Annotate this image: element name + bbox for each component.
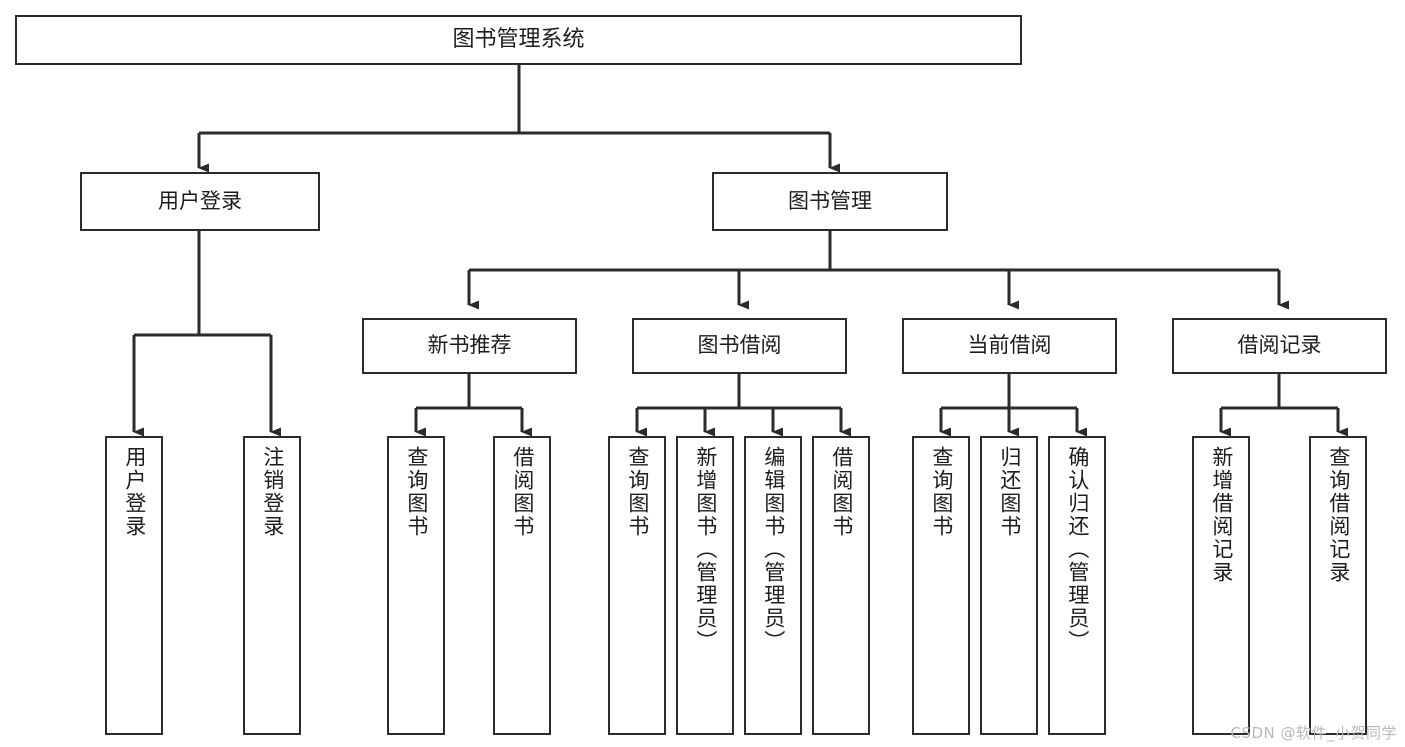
- node-leaf-logout[interactable]: 注销登录: [243, 436, 301, 735]
- node-leaf-query-book-3-label: 查询图书: [929, 446, 954, 538]
- node-leaf-query-book-3[interactable]: 查询图书: [912, 436, 970, 735]
- node-root-label: 图书管理系统: [452, 26, 585, 52]
- node-borrow-record-label: 借阅记录: [1237, 333, 1322, 358]
- node-borrow-record[interactable]: 借阅记录: [1172, 318, 1387, 374]
- node-user-login[interactable]: 用户登录: [80, 172, 320, 231]
- node-leaf-query-record[interactable]: 查询借阅记录: [1309, 436, 1367, 735]
- node-leaf-return-book-label: 归还图书: [997, 446, 1022, 538]
- node-leaf-query-record-label: 查询借阅记录: [1326, 446, 1351, 584]
- node-leaf-query-book-1-label: 查询图书: [404, 446, 429, 538]
- node-leaf-query-book-1[interactable]: 查询图书: [387, 436, 445, 735]
- watermark-text: CSDN @软件_小贺同学: [1230, 724, 1397, 742]
- node-book-borrow[interactable]: 图书借阅: [632, 318, 847, 374]
- node-root[interactable]: 图书管理系统: [15, 15, 1022, 65]
- node-leaf-add-record[interactable]: 新增借阅记录: [1192, 436, 1250, 735]
- node-new-book-rec-label: 新书推荐: [427, 333, 512, 358]
- node-leaf-borrow-book-1-label: 借阅图书: [510, 446, 535, 538]
- node-leaf-query-book-2-label: 查询图书: [625, 446, 650, 538]
- node-current-borrow-label: 当前借阅: [967, 333, 1052, 358]
- node-leaf-return-book[interactable]: 归还图书: [980, 436, 1038, 735]
- node-book-manage-label: 图书管理: [788, 188, 872, 213]
- node-leaf-add-book[interactable]: 新增图书（管理员）: [676, 436, 734, 735]
- node-leaf-query-book-2[interactable]: 查询图书: [608, 436, 666, 735]
- node-leaf-confirm-return-label: 确认归还（管理员）: [1065, 446, 1090, 653]
- node-leaf-logout-label: 注销登录: [260, 446, 285, 538]
- node-book-borrow-label: 图书借阅: [697, 333, 782, 358]
- node-current-borrow[interactable]: 当前借阅: [902, 318, 1117, 374]
- node-leaf-borrow-book-1[interactable]: 借阅图书: [493, 436, 551, 735]
- node-leaf-confirm-return[interactable]: 确认归还（管理员）: [1048, 436, 1106, 735]
- node-leaf-add-record-label: 新增借阅记录: [1209, 446, 1234, 584]
- node-new-book-rec[interactable]: 新书推荐: [362, 318, 577, 374]
- node-book-manage[interactable]: 图书管理: [712, 172, 948, 231]
- node-leaf-borrow-book-2-label: 借阅图书: [829, 446, 854, 538]
- node-user-login-label: 用户登录: [158, 188, 242, 213]
- node-leaf-user-login-label: 用户登录: [122, 446, 147, 538]
- node-leaf-add-book-label: 新增图书（管理员）: [693, 446, 718, 653]
- node-leaf-edit-book[interactable]: 编辑图书（管理员）: [744, 436, 802, 735]
- node-leaf-user-login[interactable]: 用户登录: [105, 436, 163, 735]
- node-leaf-edit-book-label: 编辑图书（管理员）: [761, 446, 786, 653]
- node-leaf-borrow-book-2[interactable]: 借阅图书: [812, 436, 870, 735]
